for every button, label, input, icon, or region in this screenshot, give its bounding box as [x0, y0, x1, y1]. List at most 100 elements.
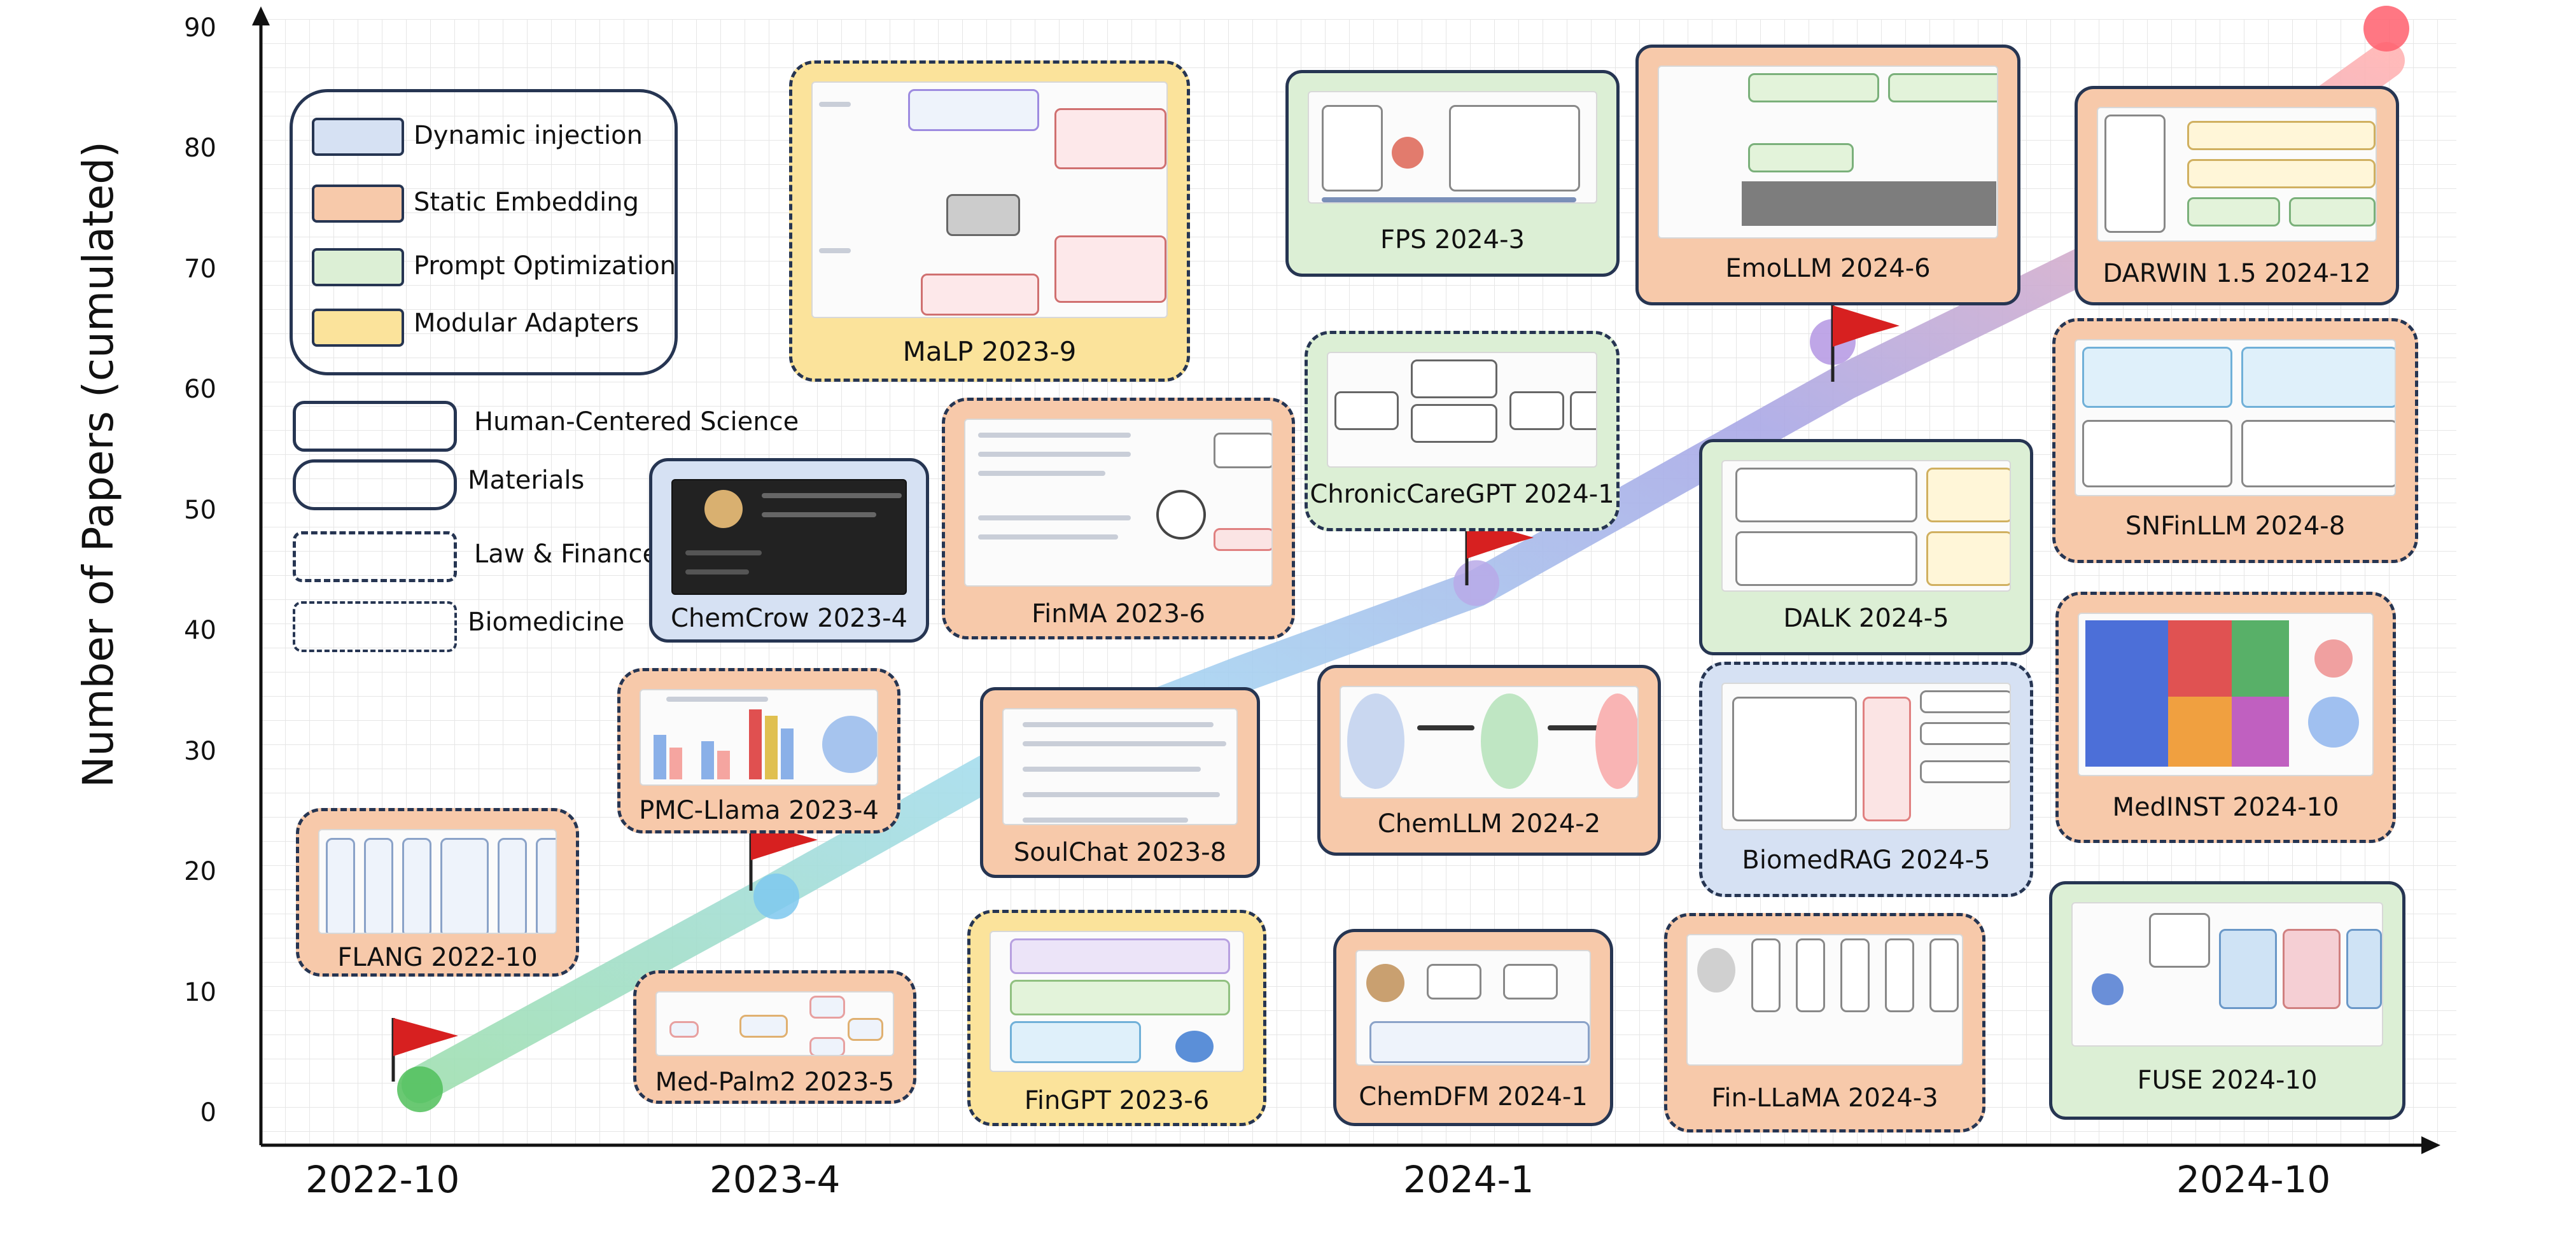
legend-label: Static Embedding	[414, 188, 639, 217]
legend-box-biomedicine	[293, 601, 457, 652]
legend-label: Materials	[468, 466, 585, 495]
y-tick-label: 70	[184, 254, 216, 284]
y-tick-label: 60	[184, 375, 216, 405]
axes	[252, 6, 2440, 1154]
y-tick-label: 80	[184, 134, 216, 164]
paper-label: EmoLLM 2024-6	[1725, 254, 1931, 283]
paper-label: DARWIN 1.5 2024-12	[2103, 259, 2371, 288]
legend-label: Modular Adapters	[414, 309, 640, 338]
paper-label: ChemDFM 2024-1	[1359, 1082, 1588, 1111]
paper-figure	[1355, 950, 1591, 1066]
paper-figure	[640, 689, 878, 786]
legend-label: Prompt Optimization	[414, 251, 676, 281]
paper-card-fuse[interactable]: FUSE 2024-10	[2049, 881, 2405, 1120]
paper-card-emollm[interactable]: EmoLLM 2024-6	[1635, 45, 2020, 305]
paper-card-chemdfm[interactable]: ChemDFM 2024-1	[1333, 929, 1613, 1126]
paper-label: SoulChat 2023-8	[1013, 838, 1227, 867]
legend-swatch-dynamic-injection	[312, 118, 404, 156]
paper-label: ChemCrow 2023-4	[671, 604, 907, 633]
paper-card-pmc-llama[interactable]: PMC-Llama 2023-4	[617, 668, 900, 833]
paper-card-med-palm2[interactable]: Med-Palm2 2023-5	[633, 970, 916, 1104]
paper-figure	[964, 419, 1273, 587]
paper-figure	[2071, 902, 2383, 1047]
x-tick-label: 2023-4	[710, 1158, 841, 1201]
paper-figure	[1340, 686, 1639, 798]
y-tick-label: 40	[184, 616, 216, 646]
paper-card-flang[interactable]: FLANG 2022-10	[296, 808, 579, 977]
paper-card-dalk[interactable]: DALK 2024-5	[1699, 439, 2033, 655]
paper-card-medinst[interactable]: MedINST 2024-10	[2055, 592, 2396, 843]
paper-figure	[655, 991, 894, 1056]
paper-card-fingpt[interactable]: FinGPT 2023-6	[967, 910, 1266, 1126]
x-axis-arrow	[2421, 1136, 2440, 1154]
y-tick-label: 50	[184, 495, 216, 525]
paper-label: PMC-Llama 2023-4	[639, 796, 879, 825]
paper-label: FinMA 2023-6	[1032, 599, 1205, 629]
paper-figure	[1721, 683, 2011, 830]
paper-card-chroniccaregpt[interactable]: ChronicCareGPT 2024-1	[1305, 331, 1620, 531]
trend-marker	[2363, 6, 2409, 52]
flag-icon	[1831, 305, 1900, 382]
paper-card-chemcrow[interactable]: ChemCrow 2023-4	[649, 458, 929, 643]
x-tick-label: 2024-10	[2176, 1158, 2331, 1201]
legend-swatch-prompt-optimization	[312, 248, 404, 286]
legend-box-human-centered	[293, 401, 457, 452]
paper-label: BiomedRAG 2024-5	[1742, 846, 1991, 875]
y-axis-title: Number of Papers (cumulated)	[74, 141, 123, 788]
legend-box-materials	[293, 459, 457, 510]
paper-card-snfinllm[interactable]: SNFinLLM 2024-8	[2052, 318, 2418, 563]
paper-card-finma[interactable]: FinMA 2023-6	[942, 398, 1295, 639]
paper-label: FLANG 2022-10	[337, 943, 538, 972]
paper-label: MedINST 2024-10	[2112, 793, 2339, 822]
paper-figure	[1308, 91, 1597, 204]
paper-label: SNFinLLM 2024-8	[2125, 512, 2346, 541]
paper-card-soulchat[interactable]: SoulChat 2023-8	[980, 687, 1260, 878]
paper-label: Med-Palm2 2023-5	[655, 1068, 895, 1097]
y-tick-label: 90	[184, 13, 216, 43]
paper-figure	[318, 829, 557, 934]
paper-card-biomedrag[interactable]: BiomedRAG 2024-5	[1699, 662, 2033, 897]
x-tick-label: 2022-10	[305, 1158, 460, 1201]
y-tick-label: 20	[184, 857, 216, 887]
paper-figure	[2075, 339, 2396, 496]
trend-marker	[753, 874, 799, 919]
paper-label: FUSE 2024-10	[2137, 1066, 2318, 1095]
flag-icon	[391, 1018, 458, 1082]
paper-label: ChronicCareGPT 2024-1	[1310, 480, 1614, 509]
paper-label: MaLP 2023-9	[902, 336, 1077, 367]
category-legend	[290, 89, 678, 375]
y-tick-label: 30	[184, 736, 216, 766]
paper-figure	[2078, 613, 2374, 776]
paper-label: DALK 2024-5	[1783, 604, 1949, 633]
paper-figure	[1686, 934, 1963, 1066]
paper-label: FPS 2024-3	[1380, 225, 1525, 254]
trend-marker	[1453, 560, 1499, 606]
paper-figure	[811, 81, 1168, 318]
y-tick-label: 0	[200, 1098, 216, 1127]
legend-label: Law & Finance	[474, 540, 659, 569]
paper-figure	[2097, 107, 2377, 242]
legend-label: Human-Centered Science	[474, 407, 799, 436]
legend-label: Biomedicine	[468, 608, 625, 637]
paper-figure	[1002, 708, 1238, 825]
paper-figure	[1327, 352, 1597, 468]
paper-figure	[671, 479, 907, 595]
paper-label: Fin-LLaMA 2024-3	[1711, 1083, 1938, 1113]
paper-label: FinGPT 2023-6	[1024, 1086, 1210, 1115]
paper-card-malp[interactable]: MaLP 2023-9	[789, 60, 1190, 382]
x-tick-label: 2024-1	[1403, 1158, 1534, 1201]
paper-figure	[1721, 460, 2011, 592]
legend-swatch-modular-adapters	[312, 309, 404, 347]
paper-card-fps[interactable]: FPS 2024-3	[1285, 70, 1620, 277]
paper-figure	[990, 931, 1244, 1072]
legend-box-law-finance	[293, 531, 457, 582]
paper-card-fin-llama[interactable]: Fin-LLaMA 2024-3	[1664, 913, 1985, 1132]
trend-marker	[397, 1066, 443, 1113]
paper-card-chemllm[interactable]: ChemLLM 2024-2	[1317, 665, 1661, 856]
paper-label: ChemLLM 2024-2	[1377, 809, 1601, 839]
y-tick-label: 10	[184, 977, 216, 1007]
paper-card-darwin[interactable]: DARWIN 1.5 2024-12	[2075, 86, 2399, 305]
legend-label: Dynamic injection	[414, 121, 643, 150]
paper-figure	[1658, 66, 1998, 239]
